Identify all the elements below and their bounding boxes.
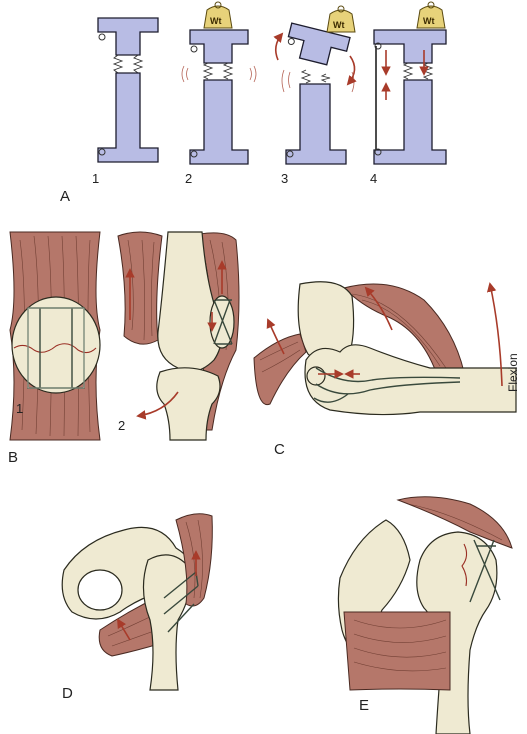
step-label-1: 1 [92,171,99,186]
panel-letter-b: B [8,449,18,466]
weight-label: Wt [210,16,222,26]
panel-c: Flexion C [253,281,520,458]
model-3-bending: Wt [273,5,357,165]
model-4-tension-band: Wt [373,1,447,165]
weight-icon [326,9,356,33]
step-label-4: 4 [370,171,377,186]
model-1-unloaded [97,17,159,163]
panel-letter-a: A [60,188,70,205]
knee-lateral-view: 2 [117,231,240,441]
panel-d: D [61,513,213,702]
weight-label: Wt [333,20,345,30]
sub-label-b1: 1 [16,401,23,416]
panel-letter-e: E [359,697,369,714]
sub-label-b2: 2 [118,418,125,433]
panel-e: E [337,496,513,734]
model-2-loaded: Wt [181,1,257,165]
panel-b: 1 2 B [8,231,240,466]
patella-front-view: 1 [9,231,101,441]
motion-label-flexion: Flexion [506,353,520,392]
panel-a: Wt Wt Wt [60,1,447,205]
panel-letter-d: D [62,685,73,702]
weight-icon [416,5,446,29]
panel-letter-c: C [274,441,285,458]
step-label-3: 3 [281,171,288,186]
weight-icon [203,5,233,29]
step-label-2: 2 [185,171,192,186]
weight-label: Wt [423,16,435,26]
